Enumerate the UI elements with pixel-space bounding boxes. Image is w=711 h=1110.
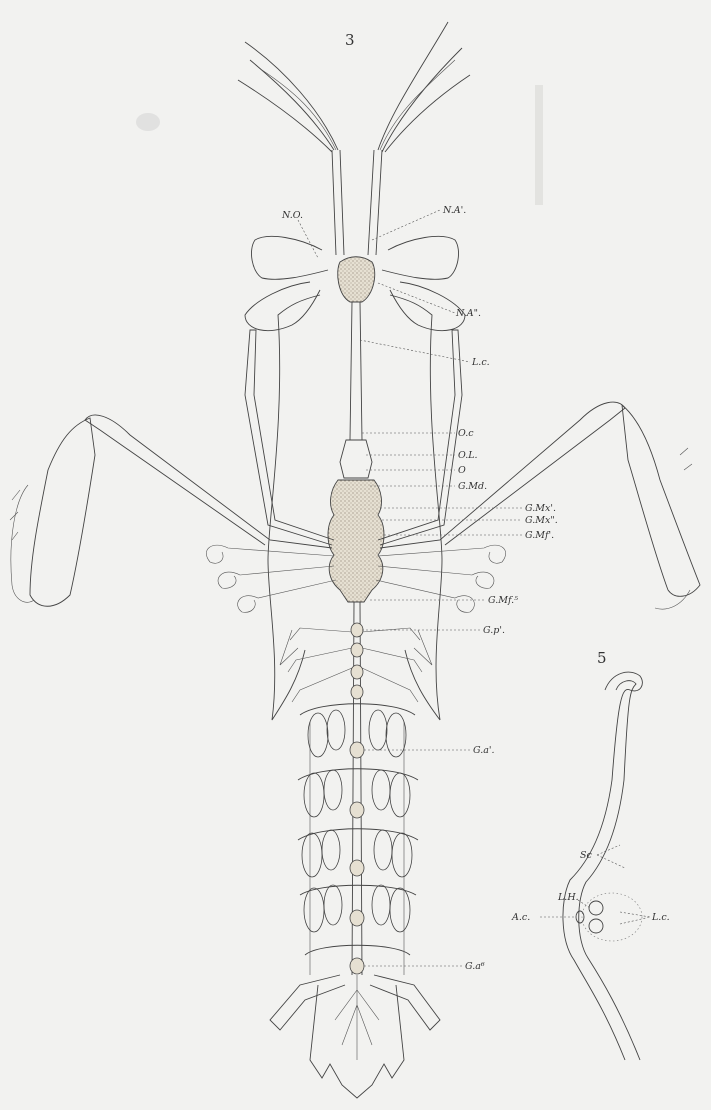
label-GMd: G.Md. [458, 481, 487, 492]
raptorial-claw-left [10, 415, 332, 606]
connectives [350, 302, 362, 440]
figure-number-3: 3 [345, 31, 355, 49]
label-Oc: O.c [458, 428, 474, 439]
label-OL: O.L. [458, 450, 478, 461]
antennal-scale-right [390, 282, 465, 331]
label-GMx2: G.Mx". [525, 515, 558, 526]
figure-5-drawing [540, 672, 650, 1060]
label-Gp1: G.p'. [483, 625, 505, 636]
fig5-inner-curve [579, 681, 640, 1060]
eye-right [382, 236, 459, 279]
label-GMf1: G.Mf'. [525, 530, 554, 541]
fig5-dotted-field [582, 893, 642, 941]
maxilliped-left [245, 330, 334, 545]
carapace-spine-left [280, 630, 298, 665]
pleopods-left [302, 710, 345, 932]
fig5-outer-curve [563, 672, 642, 1060]
fig5-axial-canal [576, 911, 584, 923]
uropod-right [370, 975, 440, 1030]
label-Ga6: G.a⁶ [465, 961, 485, 972]
uropod-left [270, 975, 345, 1030]
antennal-scale-left [245, 282, 320, 331]
antennular-peduncle-left [332, 150, 344, 255]
label-NO: N.O. [281, 210, 303, 221]
label-Lc-fig5: L.c. [651, 912, 670, 923]
brain [338, 257, 375, 302]
figure-number-5: 5 [597, 649, 607, 667]
fig5-lobe-upper [589, 901, 603, 915]
fig5-lobe-lower [589, 919, 603, 933]
paper-smudge [535, 85, 543, 205]
label-Ac: A.c. [511, 912, 530, 923]
label-Sc: Sc [580, 850, 593, 861]
label-NA1: N.A'. [442, 205, 466, 216]
figure-3-drawing [10, 22, 700, 1098]
label-NA2: N.A". [455, 308, 481, 319]
label-O: O [458, 465, 466, 476]
pleopods-right [369, 710, 412, 932]
label-Lc: L.c. [471, 357, 490, 368]
paper-smudge [136, 113, 160, 131]
label-GMx1: G.Mx'. [525, 503, 556, 514]
label-Ga1: G.a'. [473, 745, 495, 756]
label-GMf5: G.Mf.⁵ [488, 595, 518, 606]
thoracic-ganglia [351, 623, 363, 699]
thoracic-ganglionic-mass [328, 480, 384, 602]
label-LH: L.H. [557, 892, 579, 903]
telson-nerves [335, 975, 379, 1060]
suboesophageal-ganglion [340, 440, 372, 478]
maxilliped-right [378, 330, 462, 545]
carapace-spine-right [414, 630, 432, 665]
antennular-peduncle-right [368, 150, 382, 255]
eye-left [251, 236, 328, 279]
